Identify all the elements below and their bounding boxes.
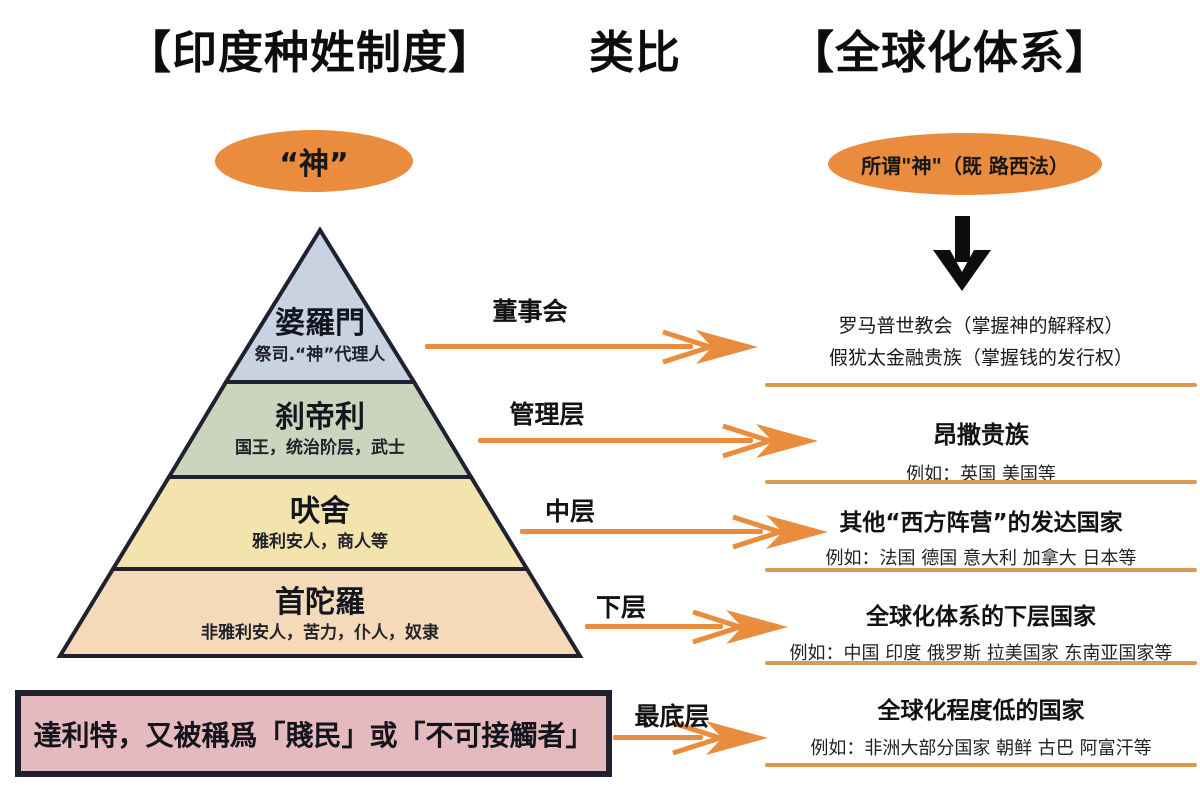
arrow-middle [520,514,828,550]
label-lower: 下层 [595,593,646,622]
dalit-box: 達利特，又被稱爲「賤民」或「不可接觸者」 [15,690,612,777]
right-row-least-globalized-example: 例如：非洲大部分国家 朝鲜 古巴 阿富汗等 [810,738,1152,759]
pyramid-layer-shudra [56,567,584,658]
separator-1 [765,383,1197,387]
right-row-church: 罗马普世教会（掌握神的解释权） 假犹太金融贵族（掌握钱的发行权） [765,310,1197,374]
title-globalization: 【全球化体系】 [788,26,1111,79]
pyramid-label-shudra: 首陀羅 [275,585,365,620]
right-row-anglo-title: 昂撒贵族 [933,421,1029,449]
title-analogy: 类比 [588,26,681,79]
god-bubble-right-label: 所谓"神"（既 路西法） [861,153,1069,178]
right-row-anglo: 昂撒贵族 例如：英国 美国等 [765,415,1197,486]
pyramid-desc-vaishya: 雅利安人，商人等 [252,532,388,552]
right-row-lower-countries-example: 例如：中国 印度 俄罗斯 拉美国家 东南亚国家等 [789,643,1173,664]
arrow-lower [585,609,788,645]
label-bottom: 最底层 [634,702,710,731]
arrow-board [425,329,758,365]
arrow-management [478,423,818,459]
god-bubble-right: 所谓"神"（既 路西法） [828,133,1102,195]
right-row-least-globalized: 全球化程度低的国家 例如：非洲大部分国家 朝鲜 古巴 阿富汗等 [765,691,1197,760]
right-row-western: 其他“西方阵营”的发达国家 例如：法国 德国 意大利 加拿大 日本等 [765,503,1197,570]
right-row-anglo-example: 例如：英国 美国等 [906,464,1056,485]
god-bubble-left: “神” [215,130,413,192]
pyramid-label-kshatriya: 刹帝利 [275,400,365,435]
separator-3 [765,568,1197,572]
pyramid-desc-shudra: 非雅利安人，苦力，仆人，奴隶 [201,623,439,643]
dalit-box-label: 達利特，又被稱爲「賤民」或「不可接觸者」 [33,718,594,752]
pyramid-desc-brahmin: 祭司.“神”代理人 [254,345,386,365]
separator-5 [765,763,1197,767]
right-row-lower-countries: 全球化体系的下层国家 例如：中国 印度 俄罗斯 拉美国家 东南亚国家等 [765,597,1197,665]
right-row-church-line2: 假犹太金融贵族（掌握钱的发行权） [828,347,1133,369]
right-row-church-line1: 罗马普世教会（掌握神的解释权） [838,315,1124,337]
separator-2 [765,480,1197,484]
separator-4 [765,661,1197,665]
pyramid-label-brahmin: 婆羅門 [275,306,365,341]
title-caste-system: 【印度种姓制度】 [125,26,494,79]
label-middle: 中层 [544,497,595,526]
label-management: 管理层 [509,400,585,429]
right-row-least-globalized-title: 全球化程度低的国家 [877,698,1085,724]
pyramid-desc-kshatriya: 国王，统治阶层，武士 [235,438,405,458]
pyramid-label-vaishya: 吠舍 [290,494,350,529]
down-arrow-icon [933,216,991,291]
label-board: 董事会 [492,297,568,326]
right-row-western-title: 其他“西方阵营”的发达国家 [839,510,1123,536]
arrow-bottom [613,720,768,756]
god-bubble-left-label: “神” [279,147,349,182]
right-row-western-example: 例如：法国 德国 意大利 加拿大 日本等 [825,548,1137,569]
right-row-lower-countries-title: 全球化体系的下层国家 [866,604,1096,630]
